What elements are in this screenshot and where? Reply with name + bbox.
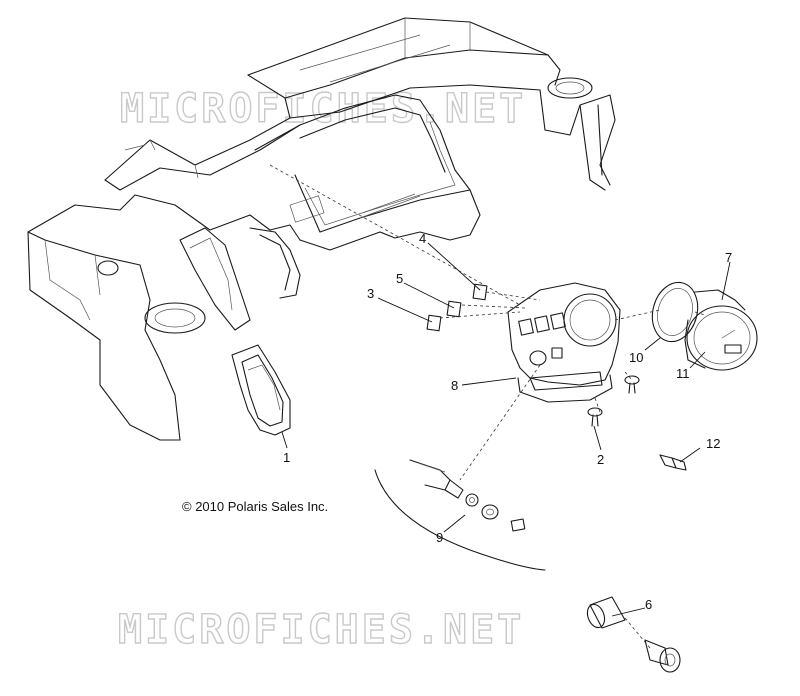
assembly-line-switch5 (461, 304, 526, 309)
callout-6: 6 (645, 597, 652, 612)
assembly-line-gauge (614, 309, 706, 321)
callout-1: 1 (283, 450, 290, 465)
watermark-bottom: MICROFICHES.NET (118, 607, 524, 653)
callout-8: 8 (451, 378, 458, 393)
part-10-gauge-bezel (651, 281, 699, 343)
part-2-screws (587, 375, 640, 427)
watermark-top: MICROFICHES.NET (120, 86, 526, 132)
callout-9: 9 (436, 530, 443, 545)
part-9-ignition-switch (374, 459, 546, 571)
callout-2: 2 (597, 452, 604, 467)
part-1-trim-bezel (231, 344, 291, 436)
assembly-line-switch3 (439, 311, 521, 319)
part-4-switch-blank (472, 283, 488, 301)
callout-3: 3 (367, 286, 374, 301)
callout-11: 11 (676, 366, 690, 381)
callout-7: 7 (725, 250, 732, 265)
callout-4: 4 (419, 231, 426, 246)
callout-5: 5 (396, 271, 403, 286)
part-5-switch-blank (446, 300, 462, 318)
part-3-switch-blank (426, 314, 442, 332)
copyright-notice: © 2010 Polaris Sales Inc. (182, 499, 328, 514)
callout-10: 10 (629, 350, 643, 365)
part-11-speedometer (684, 289, 758, 371)
callout-12: 12 (706, 436, 720, 451)
dashboard-body (27, 17, 616, 441)
part-12-indicator-lamp (659, 454, 687, 471)
assembly-line-ignition (459, 364, 541, 481)
assembly-line-screws (594, 371, 633, 413)
assembly-line-outlet (624, 617, 651, 649)
part-8-instrument-panel (507, 282, 621, 403)
part-6-power-outlet (586, 596, 681, 673)
assembly-line-cluster (269, 164, 521, 306)
